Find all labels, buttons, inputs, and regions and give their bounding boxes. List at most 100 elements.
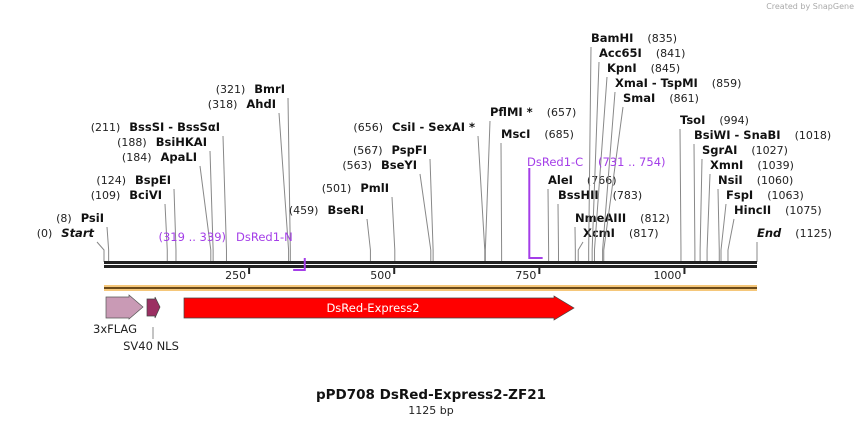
tick-mark — [393, 268, 396, 274]
enzyme-position: (211) — [91, 121, 121, 134]
tick-label: 500 — [370, 269, 391, 282]
enzyme-site[interactable]: KpnI (845) — [593, 61, 681, 262]
enzyme-site[interactable]: BseYI(563) — [342, 158, 432, 262]
enzyme-site[interactable]: FspI(1063) — [720, 188, 804, 262]
enzyme-position: (459) — [289, 204, 319, 217]
enzyme-name: PsiI — [81, 211, 104, 225]
feature-sv40-nls[interactable]: SV40 NLS — [123, 296, 179, 353]
enzyme-site[interactable]: BamHI(835) — [588, 31, 677, 262]
enzyme-position: (1075) — [785, 204, 822, 217]
enzyme-site[interactable]: PsiI (8) — [56, 211, 110, 262]
primer-dsred1-n[interactable]: (319 .. 339) DsRed1-N — [159, 230, 306, 271]
enzyme-cut-line — [602, 91, 616, 262]
enzyme-cut-line — [679, 128, 682, 262]
enzyme-site[interactable]: Start(0) — [37, 226, 105, 262]
enzyme-position: (845) — [651, 62, 681, 75]
enzyme-site[interactable]: End (1125) — [756, 226, 832, 262]
enzyme-name: BssHII — [558, 188, 599, 202]
enzyme-cut-line — [222, 135, 227, 262]
enzyme-name: CsiI - SexAI * — [392, 120, 475, 134]
enzyme-position: (835) — [647, 32, 677, 45]
enzyme-position: (656) — [353, 121, 383, 134]
enzyme-position: (1125) — [795, 227, 832, 240]
enzyme-site[interactable]: PmlI(501) — [322, 181, 396, 262]
enzyme-name: BseRI — [327, 203, 364, 217]
backbone — [104, 261, 757, 268]
enzyme-position: (318) — [208, 98, 238, 111]
enzyme-site[interactable]: XcmI(817) — [577, 226, 659, 262]
enzyme-site[interactable]: BseRI (459) — [289, 203, 371, 262]
enzyme-name: PspFI — [392, 143, 427, 157]
feature-3xflag[interactable]: 3xFLAG — [93, 294, 144, 336]
feature-dsred-express2[interactable]: DsRed-Express2 — [183, 295, 575, 321]
enzyme-position: (501) — [322, 182, 352, 195]
enzyme-cut-line — [96, 241, 105, 262]
enzyme-site[interactable]: NsiI(1060) — [717, 173, 794, 262]
snapgene-credit: Created by SnapGene — [766, 2, 854, 11]
enzyme-name: AleI — [548, 173, 573, 187]
enzyme-site[interactable]: HincII (1075) — [727, 203, 822, 262]
enzyme-site[interactable]: PspFI (567) — [353, 143, 434, 262]
enzyme-cut-line — [693, 143, 696, 262]
enzyme-cut-line — [106, 226, 110, 262]
enzyme-position: (321) — [216, 83, 246, 96]
enzyme-site[interactable]: SgrAI (1027) — [699, 143, 788, 262]
enzyme-cut-line — [429, 158, 434, 262]
enzyme-site[interactable]: NmeAIII(812) — [574, 211, 670, 262]
enzyme-position: (1060) — [757, 174, 794, 187]
enzyme-site[interactable]: BssSI - BssSαI (211) — [91, 120, 227, 262]
enzyme-site[interactable]: AhdI(318) — [208, 97, 290, 262]
primer-name: DsRed1-C — [527, 155, 583, 169]
enzyme-site[interactable]: MscI(685) — [500, 127, 574, 262]
enzyme-site[interactable]: BmrI(321) — [216, 82, 291, 262]
enzyme-site[interactable]: BsiHKAI(188) — [117, 135, 214, 262]
enzyme-cut-line — [199, 165, 212, 262]
enzyme-cut-line — [717, 188, 720, 262]
enzyme-site[interactable]: BsiWI - SnaBI(1018) — [693, 128, 831, 262]
enzyme-site[interactable]: BciVI(109) — [91, 188, 168, 262]
enzyme-name: SmaI — [623, 91, 655, 105]
tick-mark — [248, 268, 251, 274]
enzyme-name: XmnI — [710, 158, 743, 172]
enzyme-position: (1063) — [767, 189, 804, 202]
enzyme-position: (188) — [117, 136, 147, 149]
enzyme-position: (567) — [353, 144, 383, 157]
enzyme-site[interactable]: PflMI *(657) — [484, 105, 576, 262]
enzyme-cut-line — [278, 112, 290, 262]
enzyme-position: (8) — [56, 212, 72, 225]
enzyme-position: (685) — [544, 128, 574, 141]
enzyme-position: (0) — [37, 227, 53, 240]
tick-label: 250 — [225, 269, 246, 282]
enzyme-site[interactable]: TsoI(994) — [679, 113, 749, 262]
tick-label: 1000 — [653, 269, 681, 282]
primer-range: (319 .. 339) — [159, 230, 227, 244]
enzyme-site[interactable]: SmaI(861) — [603, 91, 699, 262]
enzyme-name: HincII — [734, 203, 771, 217]
enzyme-cut-line — [391, 196, 396, 262]
enzyme-site[interactable]: CsiI - SexAI * (656) — [353, 120, 486, 262]
enzyme-site[interactable]: XmnI (1039) — [706, 158, 794, 262]
enzyme-cut-line — [720, 203, 727, 262]
primer-name: DsRed1-N — [236, 230, 293, 244]
enzyme-site[interactable]: XmaI - TspMI(859) — [602, 76, 742, 262]
enzyme-site[interactable]: BspEI(124) — [96, 173, 177, 262]
enzyme-site[interactable]: BssHII(783) — [557, 188, 642, 262]
enzyme-name: BciVI — [129, 188, 162, 202]
enzyme-name: End — [757, 226, 782, 240]
enzyme-site[interactable]: ApaLI(184) — [122, 150, 212, 262]
enzyme-position: (841) — [656, 47, 686, 60]
enzyme-position: (1027) — [751, 144, 788, 157]
enzyme-name: PflMI * — [490, 105, 533, 119]
enzyme-cut-line — [173, 188, 177, 262]
enzyme-name: SgrAI — [702, 143, 737, 157]
enzyme-name: KpnI — [607, 61, 637, 75]
enzyme-cut-line — [419, 173, 432, 262]
enzyme-position: (1039) — [757, 159, 794, 172]
feature-label: DsRed-Express2 — [326, 301, 419, 315]
enzyme-cut-line — [593, 76, 608, 262]
enzyme-name: BssSI - BssSαI — [129, 120, 220, 134]
enzyme-site[interactable]: Acc65I(841) — [591, 46, 686, 262]
primer-dsred1-c[interactable]: DsRed1-C(731 .. 754) — [527, 155, 666, 259]
enzyme-name: ApaLI — [161, 150, 198, 164]
